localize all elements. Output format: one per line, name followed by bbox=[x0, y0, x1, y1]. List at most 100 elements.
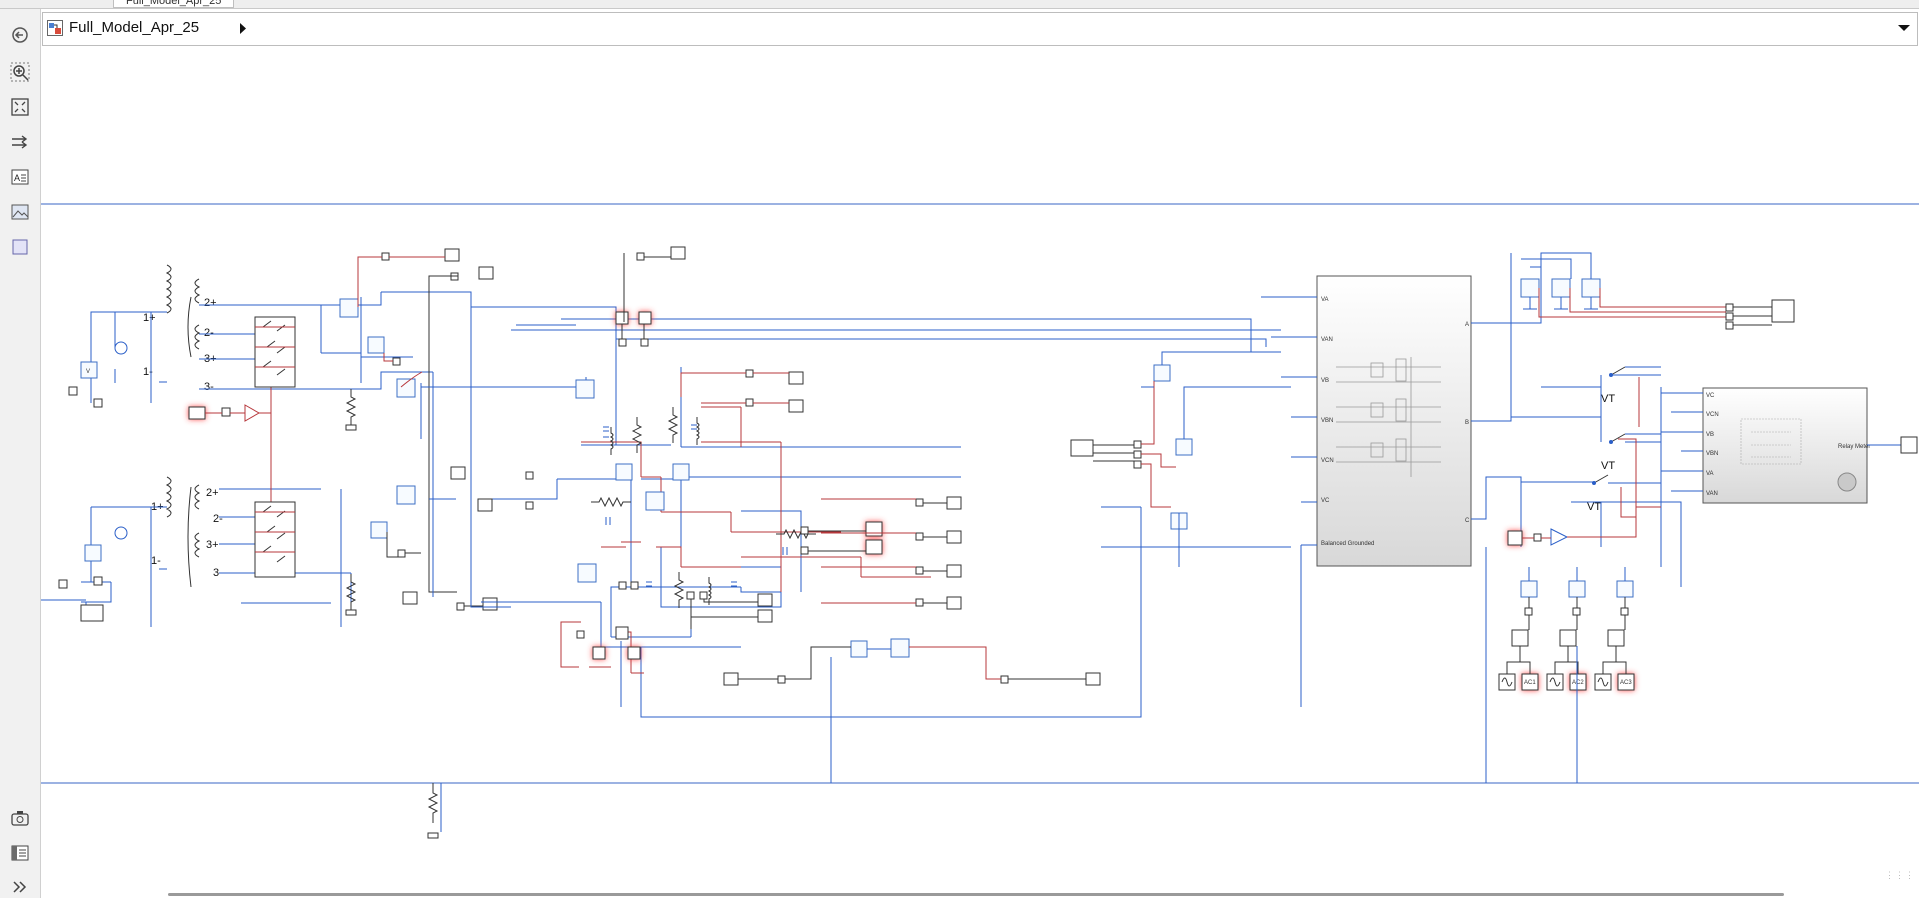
ac-source-bottom[interactable] bbox=[114, 526, 128, 540]
port-r2[interactable] bbox=[915, 532, 924, 541]
gain-block[interactable] bbox=[244, 404, 261, 422]
port-r6[interactable] bbox=[800, 546, 809, 555]
breaker-group-bottom[interactable] bbox=[254, 501, 296, 578]
port-mr3[interactable] bbox=[1133, 460, 1142, 469]
port-c6[interactable] bbox=[745, 369, 754, 378]
current-meter-a1[interactable] bbox=[339, 298, 359, 318]
horizontal-scrollbar[interactable] bbox=[168, 893, 1784, 896]
port-gain-in[interactable] bbox=[221, 407, 231, 417]
port-r4[interactable] bbox=[915, 598, 924, 607]
voltage-meter-tr1[interactable] bbox=[1520, 278, 1540, 298]
rlc-branch-2[interactable] bbox=[667, 407, 700, 445]
port-b1[interactable] bbox=[777, 675, 786, 684]
goto-block-hl-2[interactable] bbox=[638, 311, 652, 325]
port-c9[interactable] bbox=[576, 630, 585, 639]
constant-c2[interactable] bbox=[477, 498, 493, 512]
port-c13[interactable] bbox=[699, 591, 708, 600]
port-c7[interactable] bbox=[745, 398, 754, 407]
resize-grip[interactable]: ⋮⋮⋮ bbox=[1885, 870, 1915, 880]
sensor-br2[interactable] bbox=[1568, 580, 1586, 598]
goto-block-hl-4[interactable] bbox=[627, 646, 641, 660]
constant-c4[interactable] bbox=[788, 399, 804, 413]
display-mr1[interactable] bbox=[1070, 439, 1094, 457]
port-left-4[interactable] bbox=[58, 579, 68, 589]
current-meter-c1[interactable] bbox=[575, 379, 595, 399]
transformer-top[interactable]: 1+ 1- 2+ 2- 3+ 3- bbox=[143, 264, 217, 393]
scope-r2[interactable] bbox=[946, 530, 962, 544]
port-br3[interactable] bbox=[1620, 607, 1629, 616]
voltage-meter-v1[interactable] bbox=[367, 336, 385, 354]
back-icon[interactable] bbox=[8, 23, 32, 47]
current-meter-c3[interactable] bbox=[645, 491, 665, 511]
port-r3[interactable] bbox=[915, 566, 924, 575]
chevron-down-icon[interactable] bbox=[1897, 24, 1911, 33]
sum-br2[interactable] bbox=[1559, 629, 1577, 647]
voltage-meter-top-left[interactable] bbox=[80, 361, 98, 379]
model-tab[interactable]: Full_Model_Apr_25 bbox=[113, 0, 235, 8]
resistor-ground-main[interactable] bbox=[427, 783, 439, 823]
goto-block-hl-3[interactable] bbox=[592, 646, 606, 660]
ac-source-top[interactable] bbox=[114, 341, 128, 355]
screenshot-icon[interactable] bbox=[8, 806, 32, 830]
port-c2[interactable] bbox=[640, 338, 649, 347]
rlc-branch-4[interactable] bbox=[646, 572, 737, 608]
port-r1[interactable] bbox=[915, 498, 924, 507]
voltage-meter-tr2[interactable] bbox=[1551, 278, 1571, 298]
scope-r4[interactable] bbox=[946, 596, 962, 610]
port-c4[interactable] bbox=[525, 471, 534, 480]
rlc-branch-1[interactable] bbox=[603, 417, 643, 455]
scope-r1[interactable] bbox=[946, 496, 962, 510]
constant-c3[interactable] bbox=[788, 371, 804, 385]
port-tr3[interactable] bbox=[1725, 321, 1734, 330]
port-scope-3[interactable] bbox=[392, 357, 401, 366]
scope-r3[interactable] bbox=[946, 564, 962, 578]
meter-subsystem[interactable]: VC VCN VB VBN VA VAN Relay Meter bbox=[1702, 387, 1870, 504]
fit-view-icon[interactable] bbox=[8, 95, 32, 119]
voltage-meter-c2[interactable] bbox=[672, 463, 690, 481]
resistor-ground-top[interactable] bbox=[345, 389, 357, 425]
rlc-branch-3[interactable] bbox=[591, 496, 816, 555]
port-left-1[interactable] bbox=[68, 386, 78, 396]
current-meter-a3[interactable] bbox=[396, 485, 416, 505]
scope-c1[interactable] bbox=[670, 246, 686, 260]
voltage-meter-mr2[interactable] bbox=[1175, 438, 1193, 456]
scope-1[interactable] bbox=[444, 248, 460, 262]
constant-c1[interactable] bbox=[450, 466, 466, 480]
image-icon[interactable] bbox=[8, 200, 32, 224]
zoom-in-icon[interactable] bbox=[8, 60, 32, 84]
constant-c6[interactable] bbox=[757, 609, 773, 623]
display-left-bottom[interactable] bbox=[80, 604, 104, 622]
current-meter-b1[interactable] bbox=[890, 638, 910, 658]
constant-c5[interactable] bbox=[757, 593, 773, 607]
port-tr1[interactable] bbox=[1725, 303, 1734, 312]
transformer-bottom[interactable]: 1+ 1- 2+ 2- 3+ 3- bbox=[151, 476, 223, 588]
port-c8[interactable] bbox=[615, 626, 629, 640]
port-r5[interactable] bbox=[800, 526, 809, 535]
expand-icon[interactable] bbox=[8, 875, 32, 899]
breadcrumb[interactable]: Full_Model_Apr_25 bbox=[69, 19, 200, 36]
area-icon[interactable] bbox=[8, 235, 32, 259]
port-scope-4[interactable] bbox=[397, 549, 406, 558]
breaker-group-top[interactable] bbox=[254, 316, 296, 388]
port-left-3[interactable] bbox=[93, 576, 103, 586]
goto-block-hl-5[interactable] bbox=[865, 521, 883, 537]
voltage-meter-bottom-left[interactable] bbox=[84, 544, 102, 562]
relational-block[interactable] bbox=[1550, 528, 1569, 546]
diagram-canvas[interactable]: 1+ 1- 2+ 2- 3+ 3- 1+ 1- 2+ 2- 3+ 3- V bbox=[41, 47, 1919, 890]
vt-switch-group[interactable]: VT VT VT bbox=[1587, 366, 1626, 513]
port-scope-5[interactable] bbox=[456, 602, 465, 611]
current-meter-c4[interactable] bbox=[577, 563, 597, 583]
goto-block-hl-6[interactable] bbox=[865, 539, 883, 555]
voltage-meter-mr1[interactable] bbox=[1153, 364, 1171, 382]
scope-2[interactable] bbox=[478, 266, 494, 280]
model-browser-icon[interactable] bbox=[8, 841, 32, 865]
port-br1[interactable] bbox=[1524, 607, 1533, 616]
port-c1[interactable] bbox=[618, 338, 627, 347]
port-scope-1[interactable] bbox=[381, 252, 390, 261]
port-c3[interactable] bbox=[636, 252, 645, 261]
sum-br3[interactable] bbox=[1607, 629, 1625, 647]
port-br0[interactable] bbox=[1533, 533, 1542, 542]
address-bar[interactable]: Full_Model_Apr_25 bbox=[42, 12, 1918, 46]
port-mr1[interactable] bbox=[1133, 440, 1142, 449]
scope-b2[interactable] bbox=[1085, 672, 1101, 686]
